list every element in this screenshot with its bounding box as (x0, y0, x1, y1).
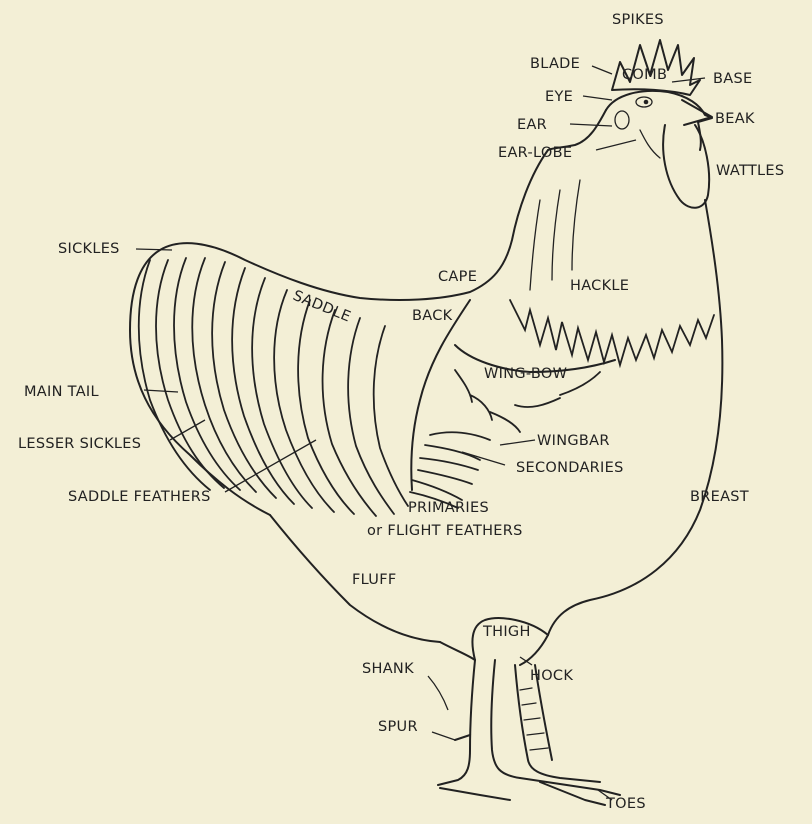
ear-lobe-shape (615, 111, 629, 129)
part-labels: SPIKES BLADE COMB BASE EYE BEAK EAR EAR-… (18, 12, 784, 812)
label-lesser-sickles: LESSER SICKLES (18, 436, 141, 452)
label-fluff: FLUFF (352, 572, 397, 588)
label-toes: TOES (605, 796, 646, 812)
rooster-outline (130, 150, 722, 665)
label-beak: BEAK (715, 111, 755, 127)
label-comb: COMB (622, 67, 667, 83)
wattles-shape (663, 125, 709, 208)
label-main-tail: MAIN TAIL (24, 384, 99, 400)
label-cape: CAPE (438, 269, 477, 285)
label-blade: BLADE (530, 56, 580, 72)
label-secondaries: SECONDARIES (516, 460, 624, 476)
label-hock: HOCK (530, 668, 573, 684)
label-shank: SHANK (362, 661, 414, 677)
label-wingbar: WINGBAR (537, 433, 610, 449)
eye-pupil (644, 100, 649, 105)
label-saddle-feathers: SADDLE FEATHERS (68, 489, 211, 505)
hackle-feathers (510, 180, 714, 365)
label-wing-bow: WING-BOW (484, 366, 567, 382)
label-primaries: PRIMARIES (408, 500, 489, 516)
tail-feathers (139, 258, 408, 516)
label-ear-lobe: EAR-LOBE (498, 145, 572, 161)
label-wattles: WATTLES (716, 163, 784, 179)
label-ear: EAR (517, 117, 547, 133)
label-hackle: HACKLE (570, 278, 629, 294)
label-back: BACK (412, 308, 453, 324)
label-saddle: SADDLE (291, 288, 353, 326)
label-thigh: THIGH (482, 624, 531, 640)
label-base: BASE (713, 71, 752, 87)
label-breast: BREAST (690, 489, 749, 505)
label-spur: SPUR (378, 719, 418, 735)
label-flight-feathers: or FLIGHT FEATHERS (367, 523, 523, 539)
label-spikes: SPIKES (612, 12, 664, 28)
label-sickles: SICKLES (58, 241, 120, 257)
legs (438, 660, 620, 805)
label-eye: EYE (545, 89, 573, 105)
leader-lines (136, 66, 705, 800)
